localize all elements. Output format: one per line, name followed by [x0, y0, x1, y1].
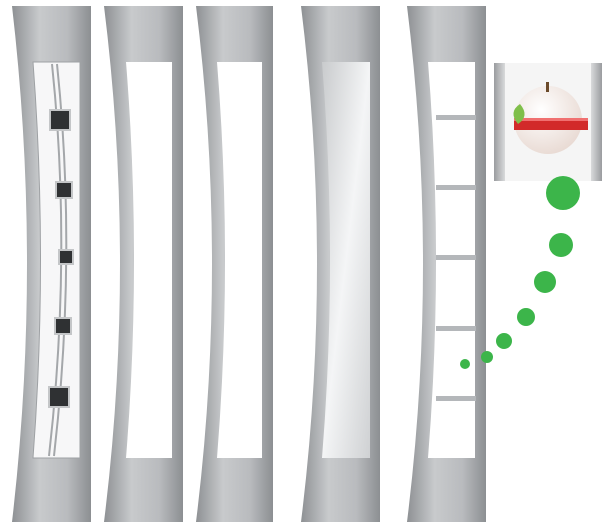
trail-dot [481, 351, 493, 363]
grille-square [56, 182, 72, 198]
grille-rail [436, 115, 476, 120]
trail-dot [460, 359, 470, 369]
grille-rail [436, 396, 476, 401]
grille-rail [436, 326, 476, 331]
trail-dot [549, 233, 573, 257]
grille-rail [436, 255, 476, 260]
trail-dot [546, 176, 580, 210]
trail-dot [534, 271, 556, 293]
door-panel-2[interactable] [104, 6, 183, 522]
door-panel-3[interactable] [196, 6, 273, 522]
door-panel-5[interactable] [407, 6, 486, 522]
grille-square [55, 318, 71, 334]
door-panel-4[interactable] [301, 6, 380, 522]
apple-thumbnail[interactable] [494, 63, 602, 181]
trail-dot [496, 333, 512, 349]
grille-square [49, 387, 69, 407]
trail-dot [517, 308, 535, 326]
grille-square [59, 250, 73, 264]
grille-rail [436, 185, 476, 190]
door-panel-1[interactable] [12, 6, 91, 522]
grille-square [50, 110, 70, 130]
